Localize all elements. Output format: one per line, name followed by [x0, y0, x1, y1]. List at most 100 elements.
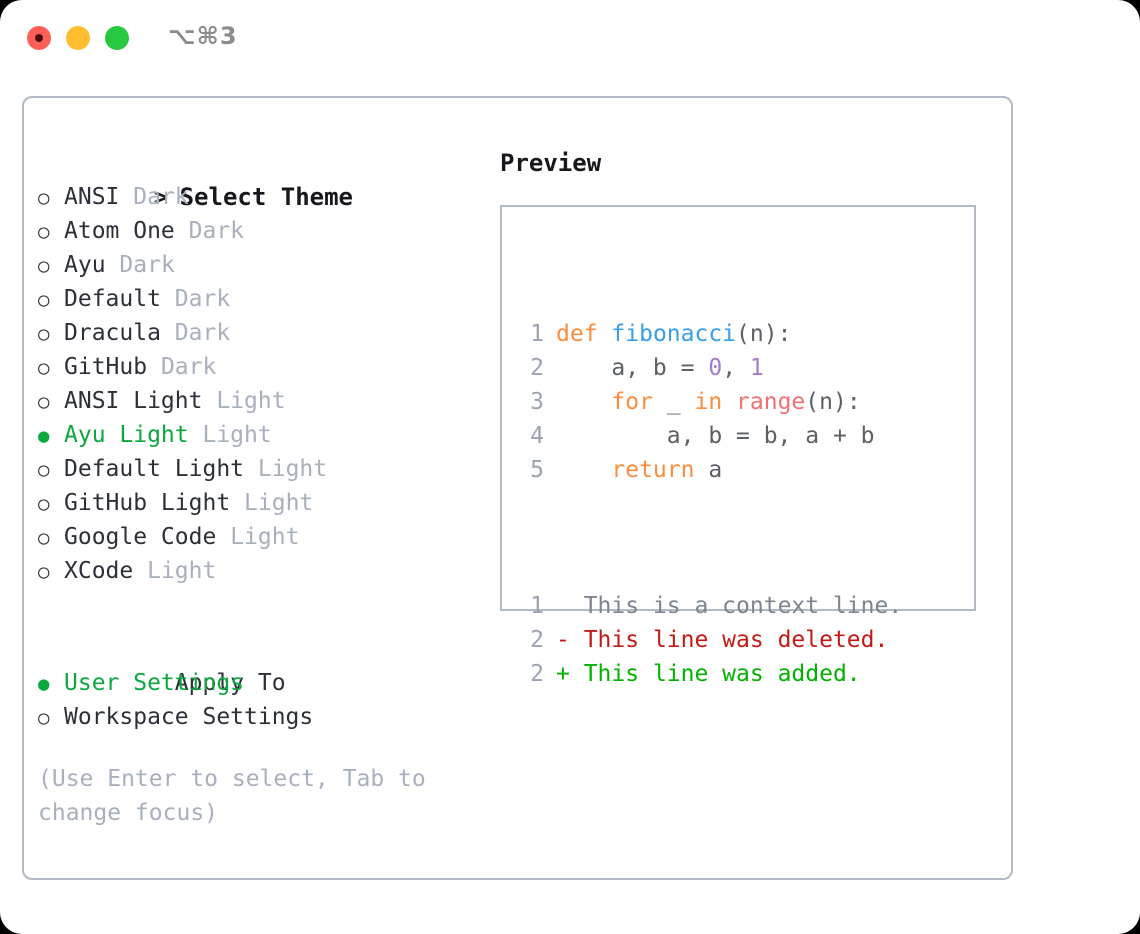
- code-token: in: [694, 389, 723, 415]
- theme-variant: Light: [257, 456, 328, 482]
- line-number: 2: [530, 661, 544, 687]
- diff-text: This line was deleted.: [583, 627, 889, 653]
- theme-list-item[interactable]: ○Default Dark: [38, 282, 488, 316]
- apply-to-name: User Settings: [64, 670, 245, 696]
- title-bar: ⌥⌘3: [0, 0, 1140, 78]
- radio-selected-icon[interactable]: ●: [38, 425, 50, 447]
- theme-variant: Dark: [160, 354, 217, 380]
- theme-list-item[interactable]: ○ Dracula Dark: [38, 316, 488, 350]
- theme-name: Atom One: [64, 218, 175, 244]
- code-line: 2 a, b = 0, 1: [516, 351, 902, 385]
- keyboard-shortcut-label: ⌥⌘3: [168, 22, 238, 50]
- apply-to-list: ● User Settings ○ Workspace Settings: [38, 666, 488, 734]
- theme-variant: Light: [216, 388, 286, 414]
- theme-list-item[interactable]: ○ANSI Dark: [38, 180, 488, 214]
- theme-variant: Dark: [174, 286, 231, 312]
- apply-to-item[interactable]: ● User Settings: [38, 666, 488, 700]
- line-number: 1: [530, 321, 544, 347]
- select-theme-label: Select Theme: [179, 183, 353, 211]
- code-token: [556, 389, 611, 415]
- theme-list-item[interactable]: ○ ANSI Light Light: [38, 384, 488, 418]
- theme-variant: Dark: [119, 252, 175, 278]
- theme-list-item[interactable]: ○Atom One Dark: [38, 214, 488, 248]
- theme-name: Dracula: [64, 320, 161, 346]
- radio-selected-icon[interactable]: ●: [38, 673, 50, 695]
- help-text: (Use Enter to select, Tab to change focu…: [38, 766, 440, 826]
- theme-name: GitHub Light: [64, 490, 231, 516]
- theme-name-gap: [189, 422, 203, 448]
- theme-list-item[interactable]: ○ Ayu Dark: [38, 248, 488, 282]
- theme-variant: Light: [244, 490, 314, 516]
- theme-name-gap: [161, 320, 175, 346]
- theme-list-item[interactable]: ○XCode Light: [38, 554, 488, 588]
- theme-list-item[interactable]: ○ GitHub Light Light: [38, 486, 488, 520]
- diff-text: This line was added.: [583, 661, 861, 687]
- radio-empty-icon[interactable]: ○: [38, 255, 50, 277]
- theme-name: Google Code: [64, 524, 217, 550]
- radio-empty-icon[interactable]: ○: [38, 391, 50, 413]
- radio-empty-icon[interactable]: ○: [38, 707, 50, 729]
- radio-empty-icon[interactable]: ○: [38, 561, 50, 583]
- apply-to-name: Workspace Settings: [64, 704, 314, 730]
- maximize-button[interactable]: [105, 26, 129, 50]
- line-number: 2: [530, 355, 544, 381]
- line-number: 3: [530, 389, 544, 415]
- diff-line-group: 1 This is a context line.2- This line wa…: [516, 589, 902, 691]
- code-token: range: [736, 389, 806, 415]
- theme-list-item[interactable]: ○ GitHub Dark: [38, 350, 488, 384]
- theme-name-gap: [175, 218, 189, 244]
- theme-list-item[interactable]: ○ Google Code Light: [38, 520, 488, 554]
- radio-empty-icon[interactable]: ○: [38, 289, 50, 311]
- code-line: 5 return a: [516, 453, 902, 487]
- apply-to-heading: ○Apply To: [38, 632, 488, 696]
- radio-empty-icon[interactable]: ○: [38, 221, 50, 243]
- theme-name: Default Light: [64, 456, 245, 482]
- theme-list-item[interactable]: ○ Default Light Light: [38, 452, 488, 486]
- code-token: for: [611, 389, 653, 415]
- radio-empty-icon[interactable]: ○: [38, 323, 50, 345]
- theme-name: ANSI Light: [64, 388, 203, 414]
- window-controls: [27, 26, 129, 50]
- theme-variant: Dark: [174, 320, 231, 346]
- theme-variant: Light: [230, 524, 300, 550]
- theme-name-gap: [230, 490, 244, 516]
- theme-variant: Light: [202, 422, 272, 448]
- code-token: return: [611, 457, 695, 483]
- code-token: fibonacci: [611, 321, 737, 347]
- theme-name-gap: [133, 558, 147, 584]
- theme-name: GitHub: [64, 354, 148, 380]
- theme-name-gap: [147, 354, 161, 380]
- code-token: 0: [708, 355, 723, 381]
- theme-name: XCode: [64, 558, 134, 584]
- code-token: ,: [722, 355, 750, 381]
- code-token: [598, 321, 612, 347]
- diff-line: 2- This line was deleted.: [516, 623, 902, 657]
- theme-name-gap: [216, 524, 230, 550]
- line-number: 1: [530, 593, 544, 619]
- caret-icon: >: [153, 183, 169, 211]
- radio-empty-icon[interactable]: ○: [38, 459, 50, 481]
- diff-marker: [556, 593, 584, 619]
- theme-list-item[interactable]: ● Ayu Light Light: [38, 418, 488, 452]
- apply-to-item[interactable]: ○ Workspace Settings: [38, 700, 488, 734]
- line-number: 2: [530, 627, 544, 653]
- theme-name: Ayu: [64, 252, 106, 278]
- minimize-button[interactable]: [66, 26, 90, 50]
- code-token: _: [652, 389, 695, 415]
- close-button[interactable]: [27, 26, 51, 50]
- radio-empty-icon[interactable]: ○: [38, 493, 50, 515]
- radio-empty-icon[interactable]: ○: [38, 527, 50, 549]
- diff-marker: +: [556, 661, 584, 687]
- radio-empty-icon[interactable]: ○: [38, 187, 50, 209]
- radio-empty-icon[interactable]: ○: [38, 357, 50, 379]
- code-token: [722, 389, 736, 415]
- theme-list: ○ANSI Dark○Atom One Dark○Ayu Dark○Defaul…: [38, 180, 488, 588]
- theme-name: Ayu Light: [64, 422, 189, 448]
- code-token: 1: [749, 355, 764, 381]
- theme-name-gap: [161, 286, 175, 312]
- diff-marker: -: [556, 627, 584, 653]
